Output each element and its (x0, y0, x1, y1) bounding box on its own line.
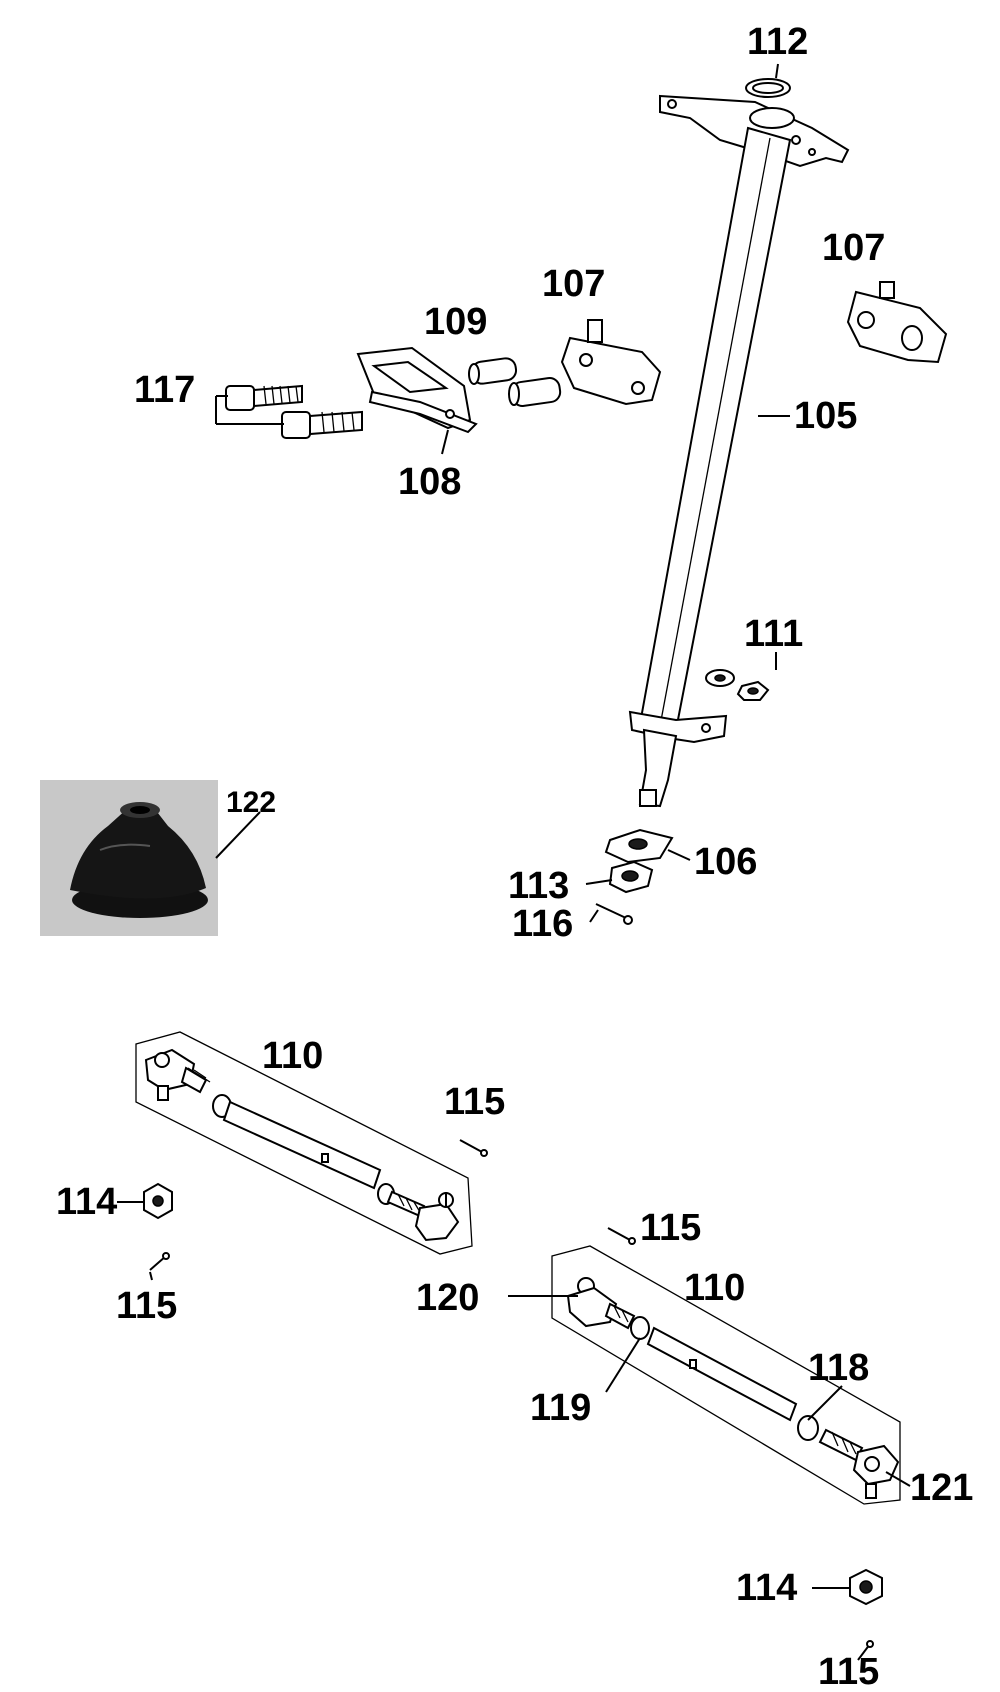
label-114-right: 114 (736, 1567, 797, 1609)
leader-lines (117, 63, 911, 1589)
part-115-pin-left (149, 1252, 170, 1271)
part-109-bushings (468, 357, 562, 407)
label-107-right: 107 (822, 227, 885, 269)
label-116: 116 (512, 903, 573, 945)
label-115-right: 115 (818, 1651, 879, 1692)
part-105-steering-column (628, 94, 850, 808)
part-114-nut-right (849, 1568, 883, 1606)
label-110-right: 110 (684, 1267, 745, 1309)
tie-rod-left-assembly (135, 1031, 473, 1255)
part-112-o-ring (745, 78, 791, 98)
part-115-pin-upper (459, 1139, 488, 1157)
label-119: 119 (530, 1387, 591, 1429)
label-115-mid: 115 (640, 1207, 701, 1249)
part-107-clamp-right (846, 281, 948, 364)
label-121: 121 (910, 1467, 973, 1509)
part-116-cotter-pin (595, 903, 633, 925)
label-117: 117 (134, 369, 195, 411)
label-106: 106 (694, 841, 757, 883)
label-118: 118 (808, 1347, 869, 1389)
part-122-boot-photo (40, 780, 218, 936)
part-106-washer (604, 828, 674, 864)
label-108: 108 (398, 461, 461, 503)
part-115-pin-right (857, 1640, 874, 1661)
label-115-left: 115 (116, 1285, 177, 1327)
part-114-nut-left (143, 1182, 173, 1220)
part-111-nuts (705, 669, 770, 701)
label-113: 113 (508, 865, 569, 907)
part-113-nut (608, 860, 654, 894)
label-110-left: 110 (262, 1035, 323, 1077)
label-111: 111 (744, 613, 803, 655)
part-117-bolts (225, 384, 363, 439)
label-120: 120 (416, 1277, 479, 1319)
part-115-pin-mid (607, 1227, 636, 1245)
label-122: 122 (226, 786, 276, 819)
label-115-upper: 115 (444, 1081, 505, 1123)
label-112: 112 (747, 21, 808, 63)
part-108-bracket (356, 346, 478, 434)
label-107-left: 107 (542, 263, 605, 305)
part-107-clamp-left (560, 319, 662, 406)
tie-rod-right-assembly (551, 1245, 901, 1505)
label-114-left: 114 (56, 1181, 117, 1223)
label-105: 105 (794, 395, 857, 437)
label-109: 109 (424, 301, 487, 343)
